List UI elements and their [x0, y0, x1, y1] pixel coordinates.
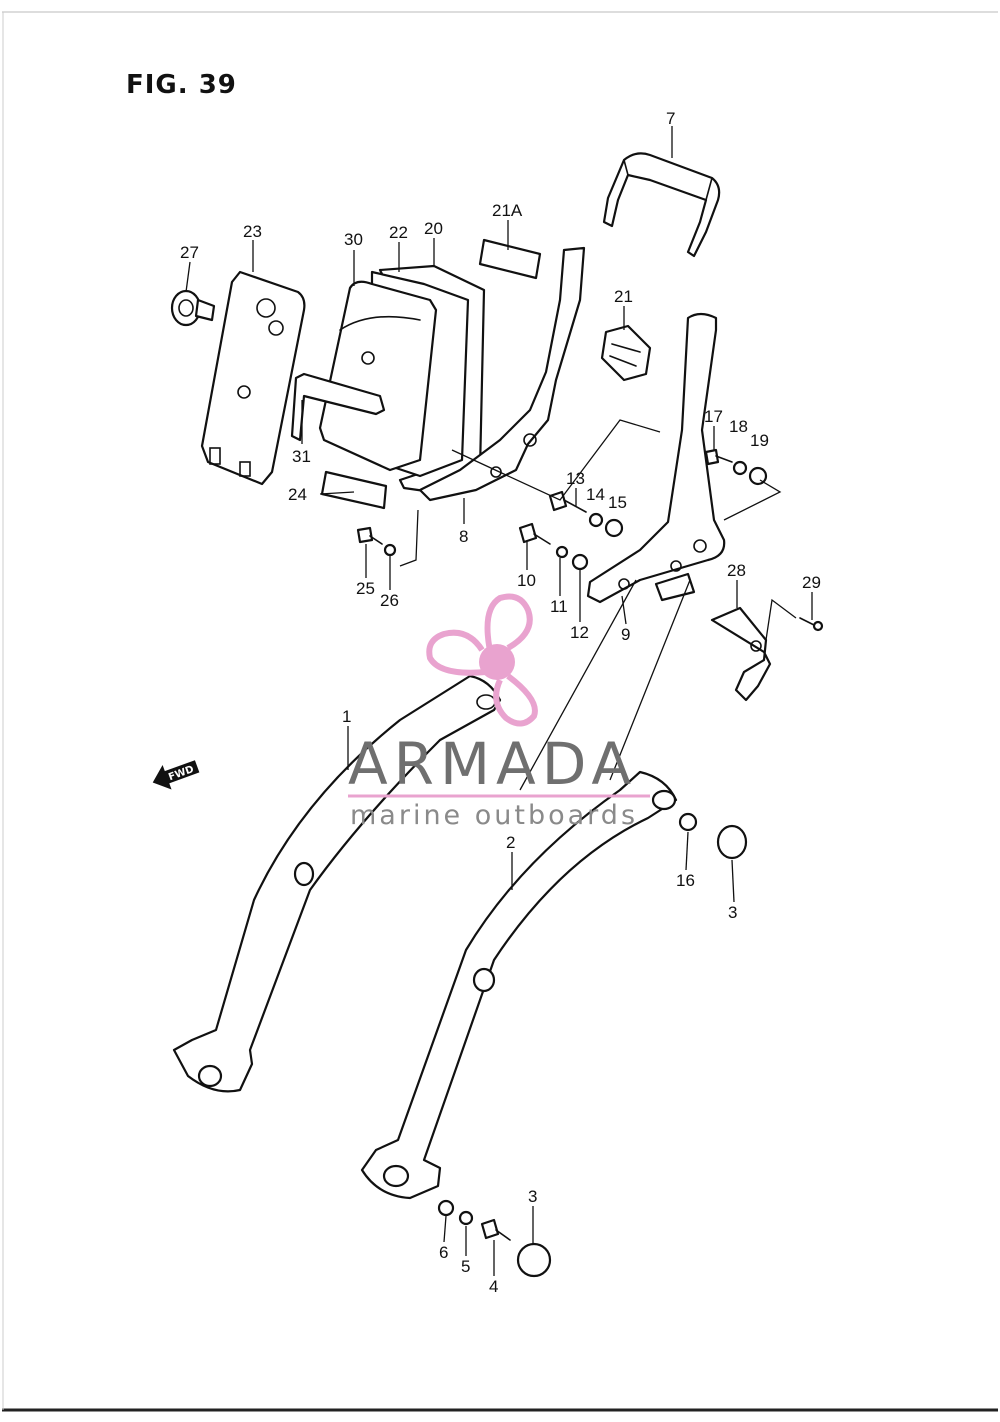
callout-24: 24: [288, 485, 307, 504]
callout-5: 5: [461, 1257, 470, 1276]
callout-7: 7: [666, 109, 675, 128]
part-31-strap: [290, 372, 386, 442]
part-29-screw: [799, 617, 824, 632]
callout-1: 1: [342, 707, 351, 726]
callout-21a: 21A: [492, 201, 523, 220]
part-21-clip: [600, 324, 652, 382]
part-19-washer: [748, 466, 768, 486]
callout-11: 11: [550, 597, 568, 616]
callout-30: 30: [344, 230, 363, 249]
callout-15: 15: [608, 493, 627, 512]
part-2-arm: [360, 770, 678, 1200]
callout-21: 21: [614, 287, 633, 306]
callout-14: 14: [586, 485, 605, 504]
callout-16: 16: [676, 871, 695, 890]
part-8-bracket: [418, 246, 586, 502]
callout-12: 12: [570, 623, 589, 642]
callout-27: 27: [180, 243, 199, 262]
callout-19: 19: [750, 431, 769, 450]
callout-6: 6: [439, 1243, 448, 1262]
part-6-washer: [437, 1199, 455, 1217]
part-26-washer: [383, 543, 397, 557]
watermark-brand: ARMADA: [348, 730, 637, 798]
watermark-tagline: marine outboards: [350, 800, 638, 831]
part-30-holder: [318, 280, 438, 472]
part-3-cap-lower: [516, 1242, 552, 1278]
callout-3-lower: 3: [528, 1187, 537, 1206]
part-10-bolt: [518, 522, 551, 545]
callout-22: 22: [389, 223, 408, 242]
part-21a-label: [478, 238, 542, 280]
callout-23: 23: [243, 222, 262, 241]
callout-3-upper: 3: [728, 903, 737, 922]
part-23-cover: [200, 270, 306, 486]
part-16-nut: [678, 812, 698, 832]
callout-9: 9: [621, 625, 630, 644]
callout-13: 13: [566, 469, 585, 488]
part-5-washer: [458, 1210, 474, 1226]
part-4-bolt: [480, 1218, 511, 1241]
callout-17: 17: [704, 407, 723, 426]
part-11-washer: [555, 545, 569, 559]
part-14-nut: [588, 512, 604, 528]
callout-29: 29: [802, 573, 821, 592]
part-15-washer: [604, 518, 624, 538]
part-28-switch: [710, 606, 772, 702]
callout-26: 26: [380, 591, 399, 610]
part-9-main-bracket: [586, 312, 726, 604]
callout-20: 20: [424, 219, 443, 238]
callout-2: 2: [506, 833, 515, 852]
part-24-block: [320, 470, 388, 510]
part-17-bolt: [704, 448, 733, 466]
callout-labels: 7 21A 23 30 22 20 27 21 17 18 19 31 13 1…: [180, 109, 821, 1296]
part-7-handle: [602, 152, 721, 258]
part-25-bolt: [356, 526, 383, 545]
fwd-arrow: FWD: [152, 760, 200, 790]
callout-18: 18: [729, 417, 748, 436]
part-27-grommet: [170, 289, 216, 327]
callout-4: 4: [489, 1277, 498, 1296]
leader-lines: [185, 126, 813, 1276]
watermark: ARMADA marine outboards: [348, 593, 650, 831]
part-18-washer: [732, 460, 748, 476]
part-3-cap-upper: [716, 824, 748, 860]
callout-28: 28: [727, 561, 746, 580]
callout-8: 8: [459, 527, 468, 546]
figure-title: FIG. 39: [126, 70, 237, 100]
propeller-logo-icon: [426, 593, 538, 727]
callout-10: 10: [517, 571, 536, 590]
part-12-washer: [571, 553, 589, 571]
part-13-bolt: [548, 490, 587, 513]
callout-31: 31: [292, 447, 311, 466]
fwd-label: FWD: [167, 764, 195, 783]
callout-25: 25: [356, 579, 375, 598]
part-1-arm: [172, 674, 502, 1093]
